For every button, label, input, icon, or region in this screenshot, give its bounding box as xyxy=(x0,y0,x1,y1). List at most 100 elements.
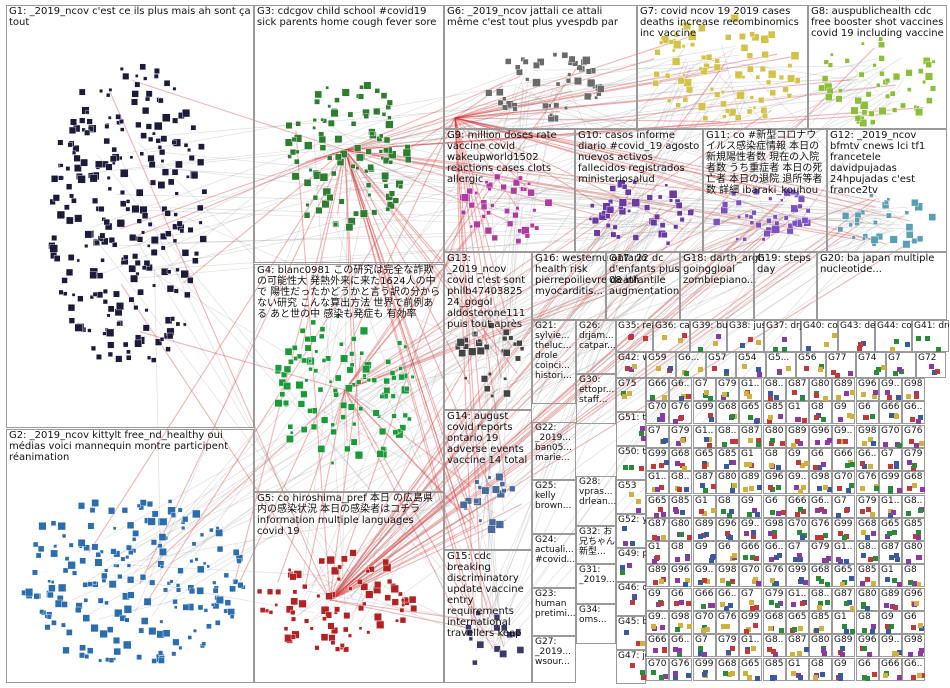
group-panel-g6: G6: _2019_ncov jattali ce attali même c'… xyxy=(444,5,637,129)
tile-label: G6 xyxy=(765,496,786,506)
mini-node xyxy=(687,624,692,629)
mini-node xyxy=(775,603,780,608)
mini-node xyxy=(797,553,802,558)
tile-label: G8 xyxy=(858,612,879,622)
mini-node xyxy=(849,483,854,488)
mini-node xyxy=(920,487,925,492)
tile-label: G8.. xyxy=(904,496,925,506)
mini-node xyxy=(709,417,714,422)
mini-node xyxy=(686,601,691,606)
mini-node xyxy=(636,508,641,513)
grid-group-tile: G87 xyxy=(879,541,902,564)
tile-label: G6.. xyxy=(904,659,925,669)
tile-label: G87 xyxy=(695,472,716,482)
grid-group-tile: G8.. xyxy=(856,541,879,564)
tile-label: G80 xyxy=(765,426,786,436)
mini-node xyxy=(643,336,648,341)
tile-label: G8.. xyxy=(671,472,692,482)
grid-group-tile: G8 xyxy=(763,448,786,471)
group-panel-g30: G30: ettopr... staff... xyxy=(576,374,616,424)
grid-group-tile: G8 xyxy=(809,658,832,681)
mini-node xyxy=(742,364,747,369)
mini-node xyxy=(919,648,924,653)
grid-group-tile: G9 xyxy=(739,495,762,518)
mini-node xyxy=(732,553,737,558)
tile-label: G53 xyxy=(618,481,646,491)
grid-group-tile: G65 xyxy=(693,448,716,471)
group-label-g23: G23: human pretimi... xyxy=(535,589,577,619)
grid-group-tile: G65 xyxy=(646,495,669,518)
mini-node xyxy=(864,415,869,420)
tile-label: G75 xyxy=(618,379,646,389)
small-group-g42: G42: wor... xyxy=(616,352,646,378)
small-group-g38: G38: justin... xyxy=(727,320,764,352)
tile-label: G79 xyxy=(811,542,832,552)
mini-node xyxy=(651,464,656,469)
tile-label: G89 xyxy=(695,519,716,529)
mini-node xyxy=(732,483,737,488)
tile-label: G38: justin... xyxy=(729,321,764,331)
mini-node xyxy=(786,366,791,371)
tile-label: G1.. xyxy=(741,635,762,645)
mini-node xyxy=(720,602,725,607)
tile-label: G9 xyxy=(834,402,855,412)
group-panel-g17: G17: 22 dc d'enfants plus 08 infantile a… xyxy=(606,252,680,320)
mini-node xyxy=(844,391,849,396)
mini-node xyxy=(840,646,845,651)
mini-node xyxy=(813,465,818,470)
mini-node xyxy=(850,462,855,467)
mini-node xyxy=(860,461,865,466)
grid-group-tile: G66 xyxy=(832,448,855,471)
mini-node xyxy=(623,541,628,546)
tile-label: G9.. xyxy=(648,612,669,622)
mini-node xyxy=(843,439,848,444)
tile-label: G79 xyxy=(765,589,786,599)
grid-group-tile: G70 xyxy=(646,658,669,681)
group-label-g3: G3: cdcgov child school #covid19 sick pa… xyxy=(257,6,445,28)
grid-group-tile: G6.. xyxy=(856,448,879,471)
grid-group-tile: G98 xyxy=(809,471,832,494)
group-panel-g22: G22: _2019... ban05... marie... xyxy=(532,422,576,480)
mini-node xyxy=(740,343,745,348)
mini-node xyxy=(701,604,706,609)
mini-node xyxy=(910,417,915,422)
tile-label: G41: drell... xyxy=(914,321,949,331)
tile-label: G6... xyxy=(678,353,706,363)
tile-label: G7 xyxy=(648,426,669,436)
mini-node xyxy=(929,364,934,369)
tile-label: G9 xyxy=(834,659,855,669)
grid-group-tile: G70 xyxy=(786,518,809,541)
grid-group-tile: G7 xyxy=(832,495,855,518)
mini-node xyxy=(704,390,709,395)
mini-node xyxy=(849,576,854,581)
group-label-g10: G10: casos informe diario #covid_19 agos… xyxy=(578,130,702,185)
mini-node xyxy=(743,555,748,560)
mini-node xyxy=(790,652,795,657)
mini-node xyxy=(755,512,760,517)
tile-label: G9.. xyxy=(695,565,716,575)
grid-group-tile: G99 xyxy=(786,564,809,587)
tile-label: G6.. xyxy=(671,635,692,645)
mini-node xyxy=(662,395,667,400)
small-group-g47: G47: joy... xyxy=(616,650,646,684)
group-label-g25: G25: kelly brown... xyxy=(535,481,577,511)
mini-node xyxy=(825,582,830,587)
mini-node xyxy=(798,675,803,680)
group-label-g34: G34: oms... xyxy=(579,605,617,625)
mini-node xyxy=(777,369,782,374)
group-label-g22: G22: _2019... ban05... marie... xyxy=(535,423,577,463)
mini-node xyxy=(796,417,801,422)
mini-node xyxy=(623,465,628,470)
mini-node xyxy=(797,530,802,535)
mini-node xyxy=(745,649,750,654)
tile-label: G6.. xyxy=(671,379,692,389)
small-group-g43: G43: dell... xyxy=(838,320,875,352)
small-group-g52: G52: yuu... xyxy=(616,514,646,548)
grid-group-tile: G98 xyxy=(856,425,879,448)
tile-label: G98 xyxy=(811,472,832,482)
group-panel-g28: G28: vpras... drlean... xyxy=(576,476,616,526)
tile-label: G87 xyxy=(788,635,809,645)
grid-group-tile: G79 xyxy=(669,425,692,448)
mini-node xyxy=(768,391,773,396)
mini-node xyxy=(819,535,824,540)
